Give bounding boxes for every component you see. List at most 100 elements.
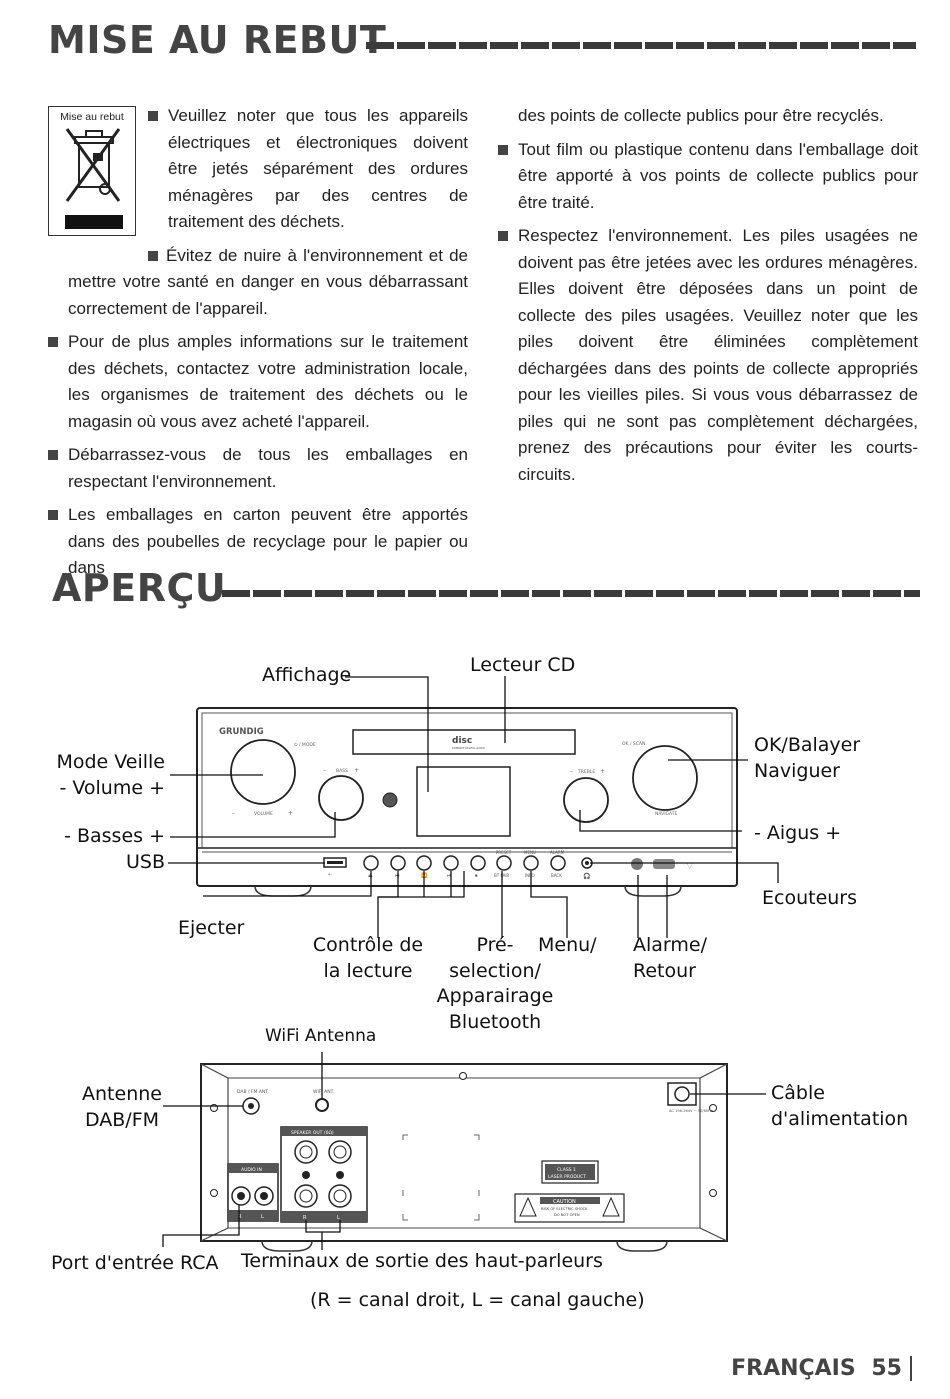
svg-text:CLASS 1: CLASS 1 — [557, 1167, 576, 1173]
svg-text:INFO: INFO — [525, 873, 535, 878]
svg-text:CAUTION: CAUTION — [553, 1199, 576, 1205]
title-rule-2 — [222, 590, 920, 597]
eject-button — [363, 855, 379, 871]
svg-text:⏹: ⏹ — [475, 873, 478, 879]
paragraph-5: Les emballages en carton peuvent être ap… — [48, 502, 468, 582]
label-affichage: Affichage — [262, 664, 352, 686]
label-ok-balayer: OK/Balayer Naviguer — [754, 734, 861, 782]
svg-text:⇠: ⇠ — [328, 872, 332, 878]
preset-button — [496, 855, 512, 871]
svg-text:OK / SCAN: OK / SCAN — [622, 741, 645, 747]
svg-text:TREBLE: TREBLE — [577, 769, 595, 775]
label-preselection: Pré- selection/ Apparairage Bluetooth — [436, 934, 554, 1033]
svg-text:–: – — [232, 810, 235, 817]
label-wifi-antenna: WiFi Antenna — [265, 1026, 377, 1046]
weee-icon: Mise au rebut — [48, 106, 136, 236]
svg-text:SPEAKER OUT (6Ω): SPEAKER OUT (6Ω) — [291, 1130, 334, 1136]
section-title-apercu: APERÇU — [52, 566, 227, 610]
section-title-mise-au-rebut: MISE AU REBUT — [48, 18, 387, 62]
weee-icon-label: Mise au rebut — [60, 111, 124, 123]
svg-text:LASER PRODUCT: LASER PRODUCT — [548, 1174, 586, 1180]
left-column: Veuillez noter que tous les appareils él… — [48, 103, 468, 589]
svg-text:MENU: MENU — [524, 850, 536, 855]
svg-text:BACK: BACK — [551, 873, 562, 878]
paragraph-5-continued: des points de collecte publics pour être… — [518, 106, 884, 125]
label-ecouteurs: Ecouteurs — [762, 887, 858, 909]
svg-text:R: R — [238, 1214, 242, 1220]
svg-text:VOLUME: VOLUME — [254, 811, 273, 817]
label-rca: Port d'entrée RCA — [51, 1252, 219, 1274]
rewind-button — [416, 855, 432, 871]
svg-text:ALARM: ALARM — [550, 850, 565, 855]
front-device: GRUNDIG ⏻ / MODE VOLUME – + BASS – + dis… — [168, 676, 779, 938]
label-menu: Menu/ — [538, 934, 597, 956]
svg-text:NAVIGATE: NAVIGATE — [655, 811, 678, 817]
svg-text:DO NOT OPEN: DO NOT OPEN — [554, 1213, 580, 1217]
front-buttons — [363, 855, 593, 871]
paragraph-4: Débarrassez-vous de tous les emballages … — [48, 442, 468, 495]
paragraph-1: Veuillez noter que tous les appareils él… — [148, 103, 468, 236]
label-channel-note: (R = canal droit, L = canal gauche) — [310, 1289, 645, 1311]
label-alarme: Alarme/ Retour — [633, 934, 707, 982]
svg-text:–: – — [570, 768, 573, 775]
svg-text:–: – — [323, 767, 326, 774]
svg-text:⏻ / MODE: ⏻ / MODE — [294, 742, 316, 748]
bass-knob — [318, 775, 364, 821]
page-footer: FRANÇAIS 55 — [731, 1356, 912, 1381]
display-screen — [416, 766, 511, 837]
right-column: des points de collecte publics pour être… — [498, 103, 918, 495]
back-body — [200, 1063, 728, 1242]
treble-knob — [563, 777, 609, 823]
svg-text:L: L — [337, 1215, 340, 1221]
back-device: DAB / FM ANT. WIFI ANT. SPEAKER OUT (6Ω)… — [162, 1052, 766, 1252]
page-number: 55 — [871, 1356, 912, 1381]
wifi-logo: ⌔ — [685, 861, 694, 872]
speaker-terminal-block — [280, 1126, 368, 1223]
svg-text:+: + — [288, 810, 293, 817]
svg-text:DAB / FM ANT.: DAB / FM ANT. — [237, 1089, 269, 1095]
svg-text:RISK OF ELECTRIC SHOCK: RISK OF ELECTRIC SHOCK — [541, 1207, 588, 1211]
play-pause-button — [443, 855, 459, 871]
svg-text:AC 198-264V ~ 50/60Hz: AC 198-264V ~ 50/60Hz — [669, 1109, 713, 1113]
paragraph-3: Pour de plus amples informations sur le … — [48, 329, 468, 435]
label-basses: - Basses + USB — [64, 825, 165, 873]
front-panel-diagram — [0, 0, 950, 560]
wifi-connector — [315, 1098, 329, 1112]
label-ejecter: Ejecter — [178, 917, 245, 939]
paragraph-2: Évitez de nuire à l'environnement et de … — [68, 245, 468, 318]
prev-button — [390, 855, 406, 871]
svg-text:BASS: BASS — [336, 768, 348, 774]
svg-text:L: L — [261, 1214, 264, 1220]
paragraph-7: Respectez l'environnement. Les piles usa… — [498, 223, 918, 488]
svg-text:+: + — [354, 767, 359, 774]
svg-text:🎧: 🎧 — [583, 872, 590, 880]
label-lecteur-cd: Lecteur CD — [470, 654, 576, 676]
cd-slot — [352, 729, 576, 755]
svg-text:disc: disc — [452, 736, 472, 746]
paragraph-6: Tout film ou plastique contenu dans l'em… — [498, 137, 918, 217]
footer-language: FRANÇAIS — [731, 1356, 856, 1381]
svg-text:R: R — [303, 1215, 307, 1221]
ok-navigate-knob — [632, 745, 698, 811]
label-antenne-dab-fm: Antenne DAB/FM — [82, 1083, 162, 1131]
title-rule — [366, 42, 916, 49]
label-cable-alimentation: Câble d'alimentation — [771, 1082, 909, 1130]
brand-logo: GRUNDIG — [219, 727, 264, 737]
svg-text:+: + — [600, 768, 605, 775]
svg-text:COMPACT DIGITAL AUDIO: COMPACT DIGITAL AUDIO — [452, 746, 485, 750]
svg-text:PRESET: PRESET — [496, 850, 512, 855]
bluetooth-logo — [631, 858, 643, 870]
ir-sensor — [382, 792, 398, 808]
dab-logo — [653, 859, 675, 869]
volume-knob — [230, 739, 296, 805]
label-aigus: - Aigus + — [754, 822, 842, 844]
svg-text:AUDIO IN: AUDIO IN — [241, 1167, 262, 1173]
label-mode-veille: Mode Veille - Volume + — [56, 751, 165, 799]
label-speaker-terminals: Terminaux de sortie des haut-parleurs — [241, 1250, 603, 1272]
alarm-button — [550, 855, 566, 871]
svg-text:⏯: ⏯ — [447, 873, 451, 879]
menu-button — [523, 855, 539, 871]
stop-button — [470, 855, 486, 871]
svg-text:WIFI ANT.: WIFI ANT. — [313, 1089, 334, 1095]
label-controle: Contrôle de la lecture — [312, 934, 424, 982]
